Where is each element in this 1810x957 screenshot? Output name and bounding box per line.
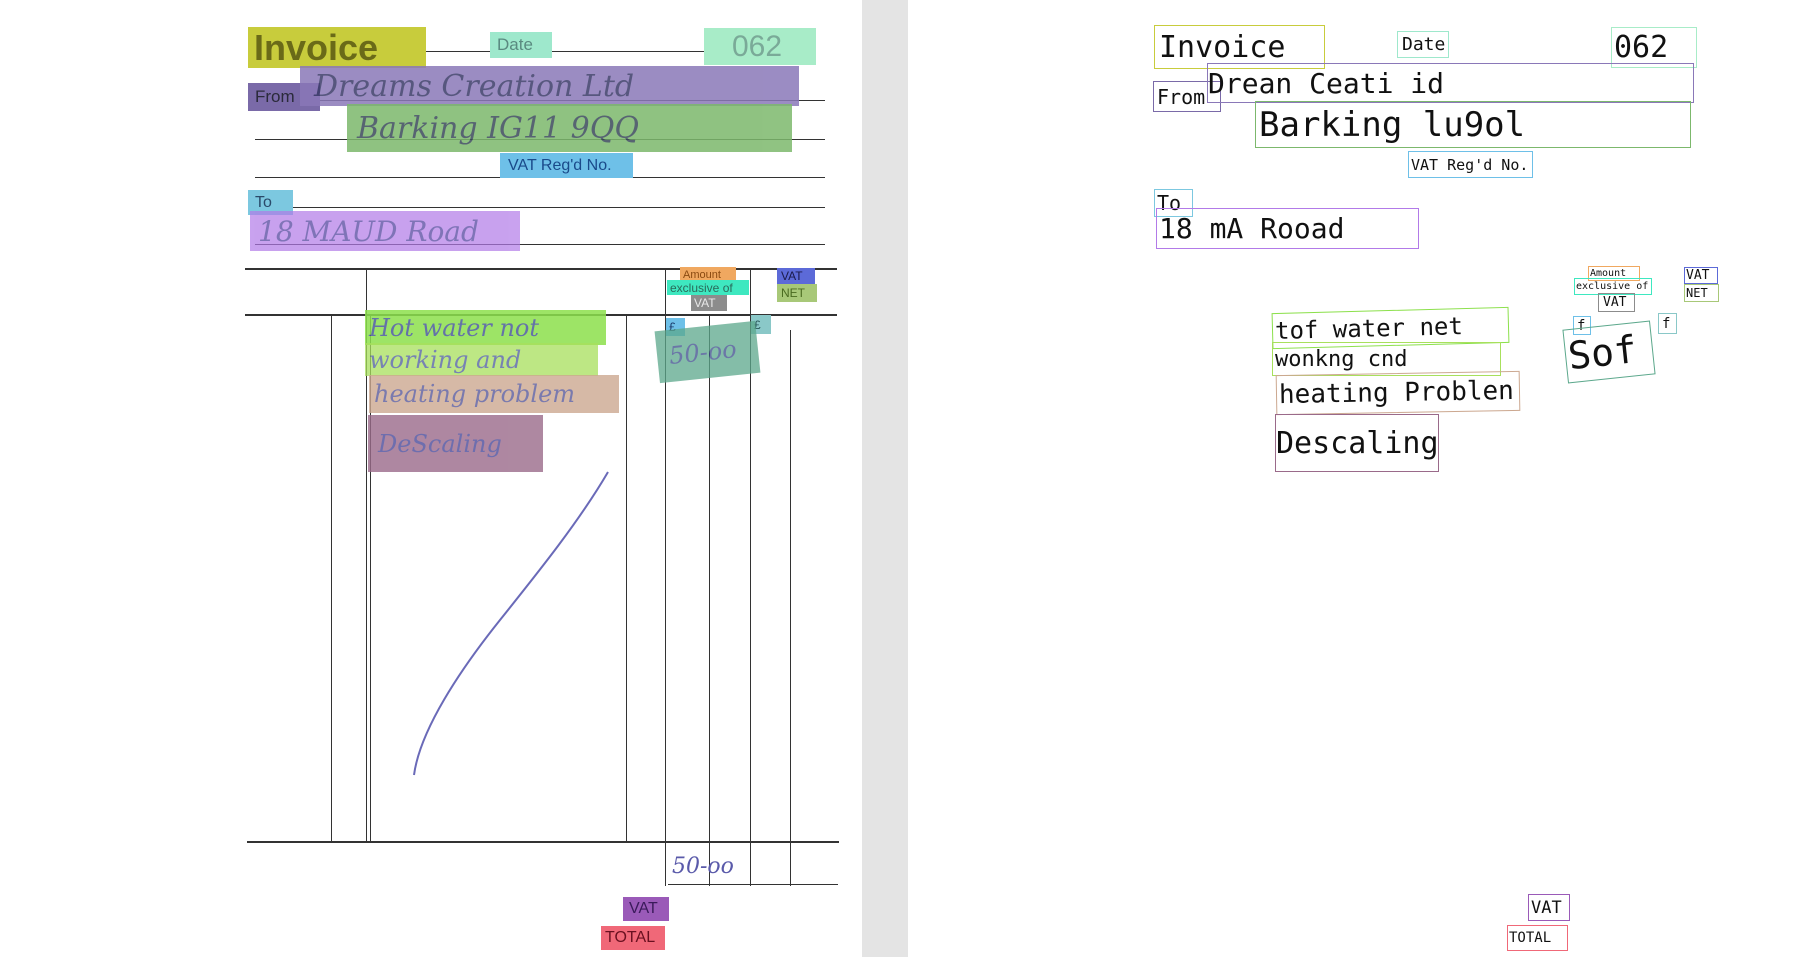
- label-date: Date: [490, 32, 552, 58]
- label-total: TOTAL: [601, 926, 665, 950]
- ocr-company: Drean Ceati id: [1207, 63, 1694, 103]
- ocr-from: From: [1153, 81, 1221, 112]
- ocr-vat-total: VAT: [1528, 894, 1570, 921]
- ocr-net: NET: [1684, 284, 1719, 302]
- table-col1b: [370, 316, 371, 843]
- hw-desc-4: DeScaling: [368, 415, 543, 472]
- hw-to-address: 18 MAUD Road: [250, 211, 520, 251]
- ocr-exclusive: exclusive of: [1574, 278, 1652, 295]
- table-total-line: [668, 884, 838, 885]
- label-pound-2: £: [751, 315, 771, 334]
- label-vat-small: VAT: [691, 295, 727, 311]
- rule-to2: [255, 244, 825, 245]
- ocr-date: Date: [1397, 31, 1449, 58]
- ocr-vat-head: VAT: [1684, 267, 1718, 284]
- label-exclusive: exclusive of: [667, 280, 749, 295]
- table-col1: [366, 270, 367, 843]
- ocr-total: TOTAL: [1507, 925, 1568, 951]
- ocr-address: Barking lu9ol: [1255, 101, 1691, 148]
- hw-desc-1: Hot water not: [365, 310, 606, 345]
- table-col4: [709, 316, 710, 886]
- hw-amount: 50-oo: [654, 320, 761, 384]
- ocr-desc-3: heating Problen: [1275, 370, 1521, 416]
- ocr-invoice: Invoice: [1154, 25, 1325, 69]
- label-invoice: Invoice: [248, 27, 426, 68]
- scanned-invoice-panel: Invoice Date 062 From Dreams Creation Lt…: [0, 0, 862, 957]
- ocr-amount-value: Sof: [1562, 320, 1656, 384]
- label-number: 062: [704, 28, 816, 65]
- table-col3: [665, 270, 666, 886]
- ocr-number: 062: [1611, 27, 1697, 68]
- label-net: NET: [777, 284, 817, 302]
- table-top: [245, 268, 837, 270]
- table-col2: [626, 316, 627, 843]
- hw-company: Dreams Creation Ltd: [300, 66, 799, 106]
- label-amount: Amount: [680, 267, 736, 282]
- table-col5: [750, 270, 751, 886]
- hw-desc-3: heating problem: [369, 375, 619, 413]
- ocr-desc-2: wonkng cnd: [1272, 342, 1501, 376]
- hw-address: Barking IG11 9QQ: [347, 104, 792, 152]
- ocr-desc-4: Descaling: [1275, 414, 1439, 472]
- ocr-to: To: [1154, 189, 1193, 217]
- rule-to: [255, 207, 825, 208]
- ocr-pound-2: f: [1658, 313, 1677, 334]
- label-vat-head: VAT: [777, 268, 815, 284]
- table-bottom: [247, 841, 839, 843]
- table-col6: [790, 330, 791, 886]
- ocr-amount-label: Amount: [1588, 266, 1640, 281]
- label-to: To: [248, 190, 293, 215]
- table-col0: [331, 316, 332, 843]
- ocr-result-panel: Invoice Date 062 From Drean Ceati id Bar…: [908, 0, 1810, 957]
- ocr-pound-1: f: [1573, 316, 1591, 335]
- ocr-to-address: 18 mA Rooad: [1156, 208, 1419, 249]
- panel-divider: [862, 0, 908, 957]
- label-vat-reg: VAT Reg'd No.: [500, 153, 633, 178]
- hw-total-amount: 50-oo: [672, 853, 734, 879]
- label-vat-total: VAT: [623, 897, 669, 921]
- pen-stroke-icon: [413, 471, 609, 776]
- ocr-vat-reg: VAT Reg'd No.: [1408, 151, 1533, 178]
- ocr-vat-small: VAT: [1598, 293, 1635, 312]
- hw-desc-2: working and: [365, 343, 598, 376]
